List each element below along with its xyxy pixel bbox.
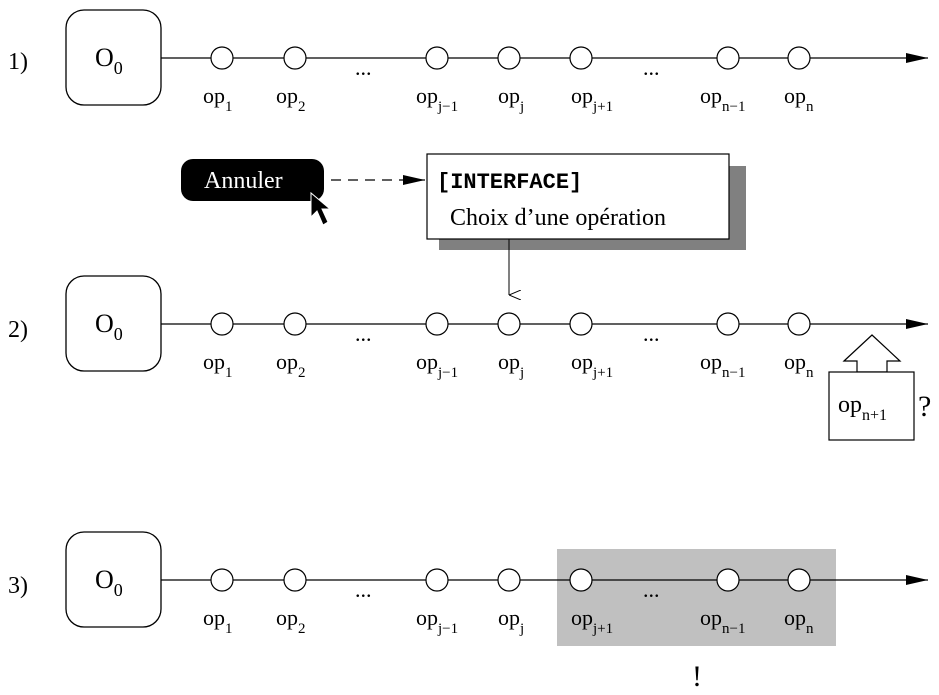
op-label: op2 [276,83,306,115]
op-nodes [210,46,811,70]
op-node [210,568,234,592]
op-node [425,312,449,336]
op-node [210,46,234,70]
op-node [569,568,593,592]
op-label: op1 [203,349,233,381]
op-label: opj−1 [416,83,458,115]
row-label: 1) [8,49,28,75]
op-label: opj+1 [571,605,613,637]
origin-label: O0 [95,43,123,78]
op-label: opj+1 [571,349,613,381]
ellipsis: ... [643,55,660,80]
op-label: op2 [276,605,306,637]
interface-box [426,153,730,240]
ellipsis: ... [355,577,372,602]
origin-label: O0 [95,309,123,344]
op-node [497,312,521,336]
op-nodes [210,312,811,336]
annuler-button[interactable] [181,159,324,201]
op-label: opn−1 [700,349,745,381]
op-node [425,568,449,592]
op-label: opn−1 [700,83,745,115]
op-node [210,312,234,336]
op-node [425,46,449,70]
op-label: op2 [276,349,306,381]
undone-ops-highlight [557,549,836,646]
op-label: op1 [203,83,233,115]
op-nodes [210,568,811,592]
op-node [716,46,740,70]
op-label: opj [498,605,524,637]
origin-label: O0 [95,565,123,600]
op-node [497,568,521,592]
op-node [497,46,521,70]
op-node [569,46,593,70]
op-label: opn [784,83,814,115]
mouse-pointer-icon [310,191,332,226]
interface-title: [INTERFACE] [437,170,582,195]
ellipsis: ... [643,577,660,602]
row-label: 3) [8,573,28,599]
undo-interaction: Annuler [INTERFACE] Choix d’une opératio… [181,153,746,295]
row-label: 2) [8,317,28,343]
op-label: opn−1 [700,605,745,637]
row-3: 3) O0 ... ... op1 op2 opj−1 opj opj+1 op… [8,531,928,693]
ellipsis: ... [643,321,660,346]
op-node [569,312,593,336]
op-node [283,312,307,336]
op-node [283,46,307,70]
exclamation-mark: ! [692,660,702,693]
row-1: 1) O0 ... ... op1 op2 opj−1 opj opj+1 op… [8,9,928,115]
op-label: opn [784,605,814,637]
op-node [716,312,740,336]
row-2: 2) O0 ... ... op1 op2 opj−1 opj opj+1 op… [8,275,931,441]
op-node [787,312,811,336]
ellipsis: ... [355,321,372,346]
op-label: opj−1 [416,605,458,637]
question-mark: ? [918,390,931,423]
op-node [787,46,811,70]
op-label: opj [498,83,524,115]
annuler-button-label: Annuler [204,168,283,194]
op-label: op1 [203,605,233,637]
interface-subtitle: Choix d’une opération [450,205,666,231]
op-node [283,568,307,592]
op-label: opj+1 [571,83,613,115]
op-label: opj−1 [416,349,458,381]
op-label: opn [784,349,814,381]
new-op-label: opn+1 [838,392,887,424]
ellipsis: ... [355,55,372,80]
op-node [787,568,811,592]
op-node [716,568,740,592]
new-op-box [828,371,915,441]
hollow-up-arrow-icon [842,334,902,373]
op-label: opj [498,349,524,381]
